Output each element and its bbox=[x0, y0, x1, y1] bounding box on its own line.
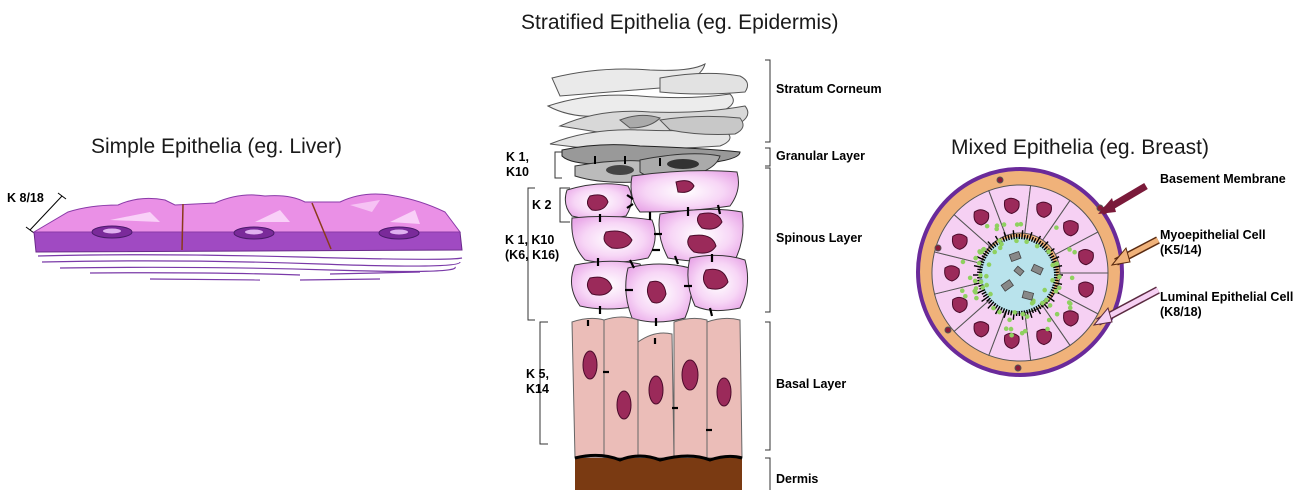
granule bbox=[1025, 314, 1030, 319]
granule bbox=[977, 261, 982, 266]
granule bbox=[991, 306, 996, 311]
granule bbox=[984, 283, 989, 288]
label-myoepithelial: Myoepithelial Cell (K5/14) bbox=[1160, 228, 1266, 258]
granule bbox=[997, 310, 1002, 315]
granule bbox=[992, 250, 997, 255]
granule bbox=[979, 280, 984, 285]
granule bbox=[973, 279, 978, 284]
granule bbox=[1009, 327, 1014, 332]
granule bbox=[1045, 327, 1050, 332]
granule bbox=[1054, 225, 1059, 230]
microvillus bbox=[1011, 310, 1012, 315]
label-basement-membrane: Basement Membrane bbox=[1160, 172, 1286, 187]
granule bbox=[987, 262, 992, 267]
granule bbox=[1055, 261, 1060, 266]
granule bbox=[995, 223, 1000, 228]
myoepithelial-nucleus bbox=[945, 327, 951, 333]
microvillus bbox=[1022, 230, 1023, 239]
microvillus bbox=[977, 269, 982, 270]
granule bbox=[1009, 333, 1014, 338]
granule bbox=[1055, 312, 1060, 317]
granule bbox=[974, 296, 979, 301]
granule bbox=[1054, 289, 1059, 294]
granule bbox=[1070, 276, 1075, 281]
granule bbox=[1004, 326, 1009, 331]
granule bbox=[961, 260, 966, 265]
granule bbox=[973, 290, 978, 295]
granule bbox=[1002, 222, 1007, 227]
granule bbox=[1067, 247, 1072, 252]
microvillus bbox=[1024, 235, 1025, 240]
granule bbox=[1015, 222, 1020, 227]
myoepithelial-nucleus bbox=[935, 245, 941, 251]
granule bbox=[988, 292, 993, 297]
granule bbox=[1023, 329, 1028, 334]
granule bbox=[968, 276, 973, 281]
granule bbox=[1057, 275, 1062, 280]
granule bbox=[963, 294, 968, 299]
granule bbox=[1047, 318, 1052, 323]
granule bbox=[1040, 301, 1045, 306]
myoepithelial-nucleus bbox=[997, 177, 1003, 183]
granule bbox=[1068, 301, 1073, 306]
granule bbox=[1046, 249, 1051, 254]
granule bbox=[978, 273, 983, 278]
granule bbox=[1007, 318, 1012, 323]
granule bbox=[1048, 303, 1053, 308]
granule bbox=[1042, 288, 1047, 293]
granule bbox=[1068, 306, 1073, 311]
granule bbox=[974, 286, 979, 291]
granule bbox=[980, 285, 985, 290]
myoepithelial-nucleus bbox=[1015, 365, 1021, 371]
granule bbox=[1050, 278, 1055, 283]
granule bbox=[973, 256, 978, 261]
granule bbox=[997, 238, 1002, 243]
granule bbox=[982, 247, 987, 252]
microvillus bbox=[1011, 235, 1012, 240]
granule bbox=[1044, 298, 1049, 303]
granule bbox=[977, 249, 982, 254]
granule bbox=[1057, 285, 1062, 290]
granule bbox=[1050, 263, 1055, 268]
granule bbox=[1014, 239, 1019, 244]
granule bbox=[984, 274, 989, 279]
granule bbox=[1024, 239, 1029, 244]
granule bbox=[1021, 312, 1026, 317]
granule bbox=[1012, 310, 1017, 315]
granule bbox=[1072, 250, 1077, 255]
label-luminal-epithelial: Luminal Epithelial Cell (K8/18) bbox=[1160, 290, 1293, 320]
granule bbox=[985, 224, 990, 229]
granule bbox=[960, 288, 965, 293]
microvillus bbox=[1013, 230, 1014, 239]
granule bbox=[1035, 244, 1040, 249]
microvillus bbox=[1054, 269, 1059, 270]
basement-membrane-arrow bbox=[1098, 186, 1146, 214]
